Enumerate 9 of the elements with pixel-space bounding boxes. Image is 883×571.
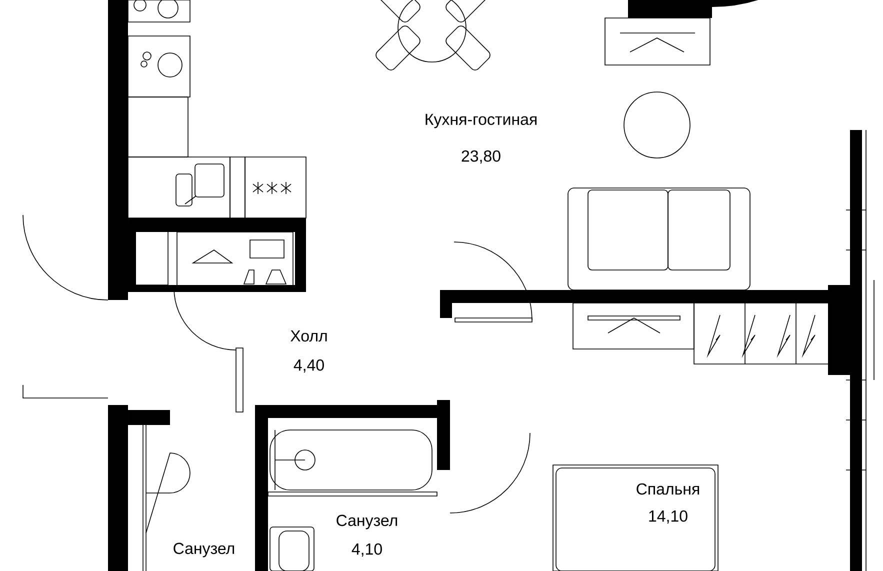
- area-label: 4,40: [294, 359, 324, 373]
- room-label: Спальня: [636, 483, 700, 495]
- room-label: Санузел: [174, 542, 234, 558]
- area-label: 23,80: [462, 150, 500, 164]
- area-label: 4,10: [352, 543, 382, 557]
- room-label: Холл: [290, 330, 327, 342]
- room-label: Кухня-гостиная: [426, 114, 537, 128]
- area-label: 14,10: [649, 510, 688, 524]
- room-label: Санузел: [336, 514, 398, 530]
